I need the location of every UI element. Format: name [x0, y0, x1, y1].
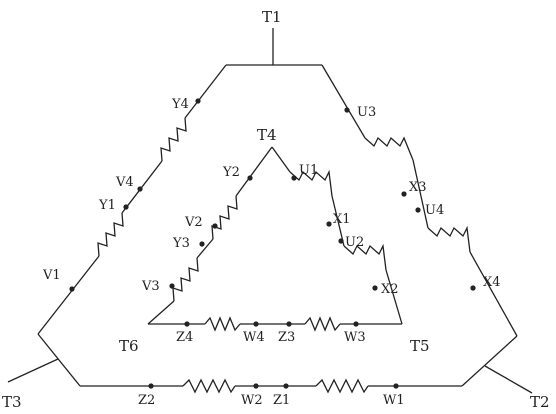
coil-y1-v1: [97, 212, 124, 257]
dot-w1: [393, 383, 399, 389]
coil-z2-w2: [182, 378, 236, 394]
coil-z1-w1: [315, 378, 369, 394]
coil-z3-w3: [304, 316, 341, 332]
dot-x2: [372, 285, 378, 291]
label-z1: Z1: [273, 393, 290, 408]
inner-right-wire-b: [331, 195, 345, 247]
label-x4: X4: [483, 275, 501, 290]
label-u3: U3: [357, 105, 376, 120]
label-t3: T3: [2, 393, 22, 411]
outer-right-wire-b: [412, 159, 429, 229]
label-y1: Y1: [98, 198, 116, 213]
coil-u2-x2: [343, 243, 387, 271]
label-t6: T6: [119, 337, 139, 355]
coil-u1-x1: [289, 169, 333, 197]
label-u2: U2: [345, 235, 364, 250]
outer-right-wire-d: [461, 335, 518, 387]
dot-w3: [353, 321, 359, 327]
label-w1: W1: [383, 393, 405, 408]
coil-y3-v3: [172, 257, 199, 302]
label-y4: Y4: [171, 97, 189, 112]
label-t2: T2: [530, 393, 550, 411]
label-x3: X3: [409, 180, 427, 195]
label-z3: Z3: [278, 330, 295, 345]
label-t5: T5: [410, 337, 430, 355]
label-z4: Z4: [176, 330, 193, 345]
dot-y4: [195, 98, 201, 104]
inner-right-wire-c: [385, 269, 403, 325]
outer-left-wire-b: [121, 160, 163, 214]
dot-w2: [253, 383, 259, 389]
label-y3: Y3: [172, 236, 190, 251]
label-v3: V3: [141, 279, 160, 294]
inner-right-wire-a: [271, 146, 291, 173]
t2-lead: [484, 365, 533, 394]
dot-u1: [291, 175, 297, 181]
label-z2: Z2: [138, 393, 155, 408]
dot-u3: [344, 107, 350, 113]
label-w3: W3: [344, 330, 366, 345]
label-w4: W4: [243, 330, 265, 345]
dot-u2: [338, 238, 344, 244]
dot-z2: [148, 383, 154, 389]
dot-v4: [137, 186, 143, 192]
dot-y3: [199, 241, 205, 247]
dot-v2: [212, 223, 218, 229]
inner-left-wire-b: [196, 238, 214, 259]
coil-u3-x3: [364, 136, 414, 161]
outer-right-wire-c: [469, 251, 518, 337]
dot-z4: [184, 321, 190, 327]
dot-v1: [69, 286, 75, 292]
inner-left-wire-c: [147, 300, 175, 325]
dot-x1: [326, 221, 332, 227]
outer-left-wire-c: [37, 255, 100, 335]
inner-left-wire-a: [235, 146, 273, 197]
label-w2: W2: [241, 393, 263, 408]
t3-lead: [7, 358, 59, 383]
outer-right-wire-a: [321, 64, 366, 139]
dot-y1: [123, 204, 129, 210]
dot-z1: [283, 383, 289, 389]
coil-u4-x4: [427, 225, 471, 253]
label-v1: V1: [42, 268, 61, 283]
connection-points: [69, 98, 476, 389]
dot-u4: [415, 207, 421, 213]
terminal-labels: T1 T4 T6 T5 T3 T2: [2, 8, 550, 411]
coil-z4-w4: [204, 316, 241, 332]
label-x1: X1: [333, 212, 351, 227]
label-t1: T1: [262, 8, 282, 26]
outer-left-wire-d: [37, 333, 81, 387]
dot-x3: [401, 191, 407, 197]
coil-y4-v4: [160, 117, 187, 162]
label-x2: X2: [381, 282, 399, 297]
outer-left-wire-a: [184, 64, 227, 119]
point-labels: Y4 V4 Y1 V1 U3 X3 U4 X4 Z2 W2 Z1 W1 Y2 V…: [42, 97, 501, 408]
label-v4: V4: [115, 175, 134, 190]
outer-winding: [7, 28, 533, 394]
label-u4: U4: [425, 203, 444, 218]
label-u1: U1: [299, 163, 318, 178]
dot-v3: [169, 283, 175, 289]
inner-winding: [147, 146, 403, 332]
dot-w4: [253, 321, 259, 327]
dot-y2: [247, 175, 253, 181]
dot-z3: [286, 321, 292, 327]
dot-x4: [470, 285, 476, 291]
label-v2: V2: [184, 215, 203, 230]
label-t4: T4: [257, 126, 277, 144]
label-y2: Y2: [222, 165, 240, 180]
coil-y2-v2: [211, 195, 238, 240]
